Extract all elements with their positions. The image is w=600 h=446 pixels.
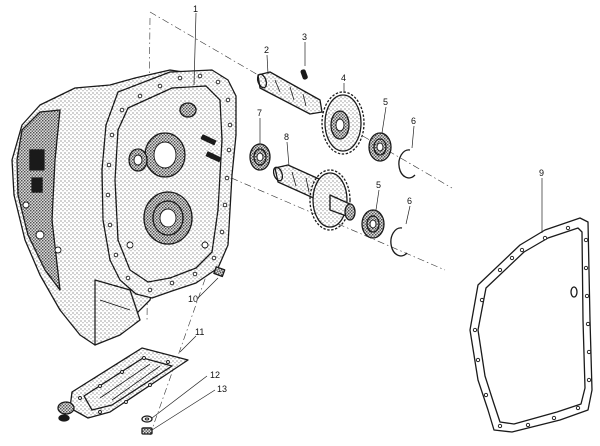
gearbox-housing	[11, 69, 237, 346]
callout-3: 3	[302, 32, 307, 42]
upper-gear	[321, 91, 365, 155]
callout-8: 8	[284, 132, 289, 142]
drain-bolt	[141, 427, 153, 435]
lower-circlip	[390, 227, 408, 257]
callout-11: 11	[195, 327, 204, 337]
lower-gear	[309, 169, 356, 231]
callout-6-upper: 6	[411, 116, 416, 126]
upper-circlip	[398, 149, 416, 179]
leader-lines	[151, 12, 543, 431]
washer	[141, 415, 153, 423]
gasket-bolt-holes	[472, 225, 592, 429]
callout-13: 13	[217, 384, 227, 394]
callout-5-upper: 5	[383, 97, 388, 107]
callout-7: 7	[257, 108, 262, 118]
bottom-cover	[57, 347, 189, 422]
input-shaft	[256, 71, 323, 115]
callout-6-lower: 6	[407, 196, 412, 206]
callout-labels: 1 2 3 4 5 6 7 8 5 6 9 10 11 12 13	[188, 4, 544, 394]
lower-bearing	[361, 209, 385, 239]
shaft-key	[300, 69, 308, 80]
housing-bearing	[249, 143, 271, 171]
dowel-plug	[213, 266, 226, 278]
upper-bearing	[368, 132, 392, 162]
callout-9: 9	[539, 168, 544, 178]
gasket	[469, 217, 593, 433]
callout-2: 2	[264, 45, 269, 55]
callout-5-lower: 5	[376, 180, 381, 190]
flange-bolt-holes	[105, 73, 233, 293]
callout-10: 10	[188, 294, 198, 304]
callout-1: 1	[193, 4, 198, 14]
callout-12: 12	[210, 370, 220, 380]
callout-4: 4	[341, 73, 346, 83]
